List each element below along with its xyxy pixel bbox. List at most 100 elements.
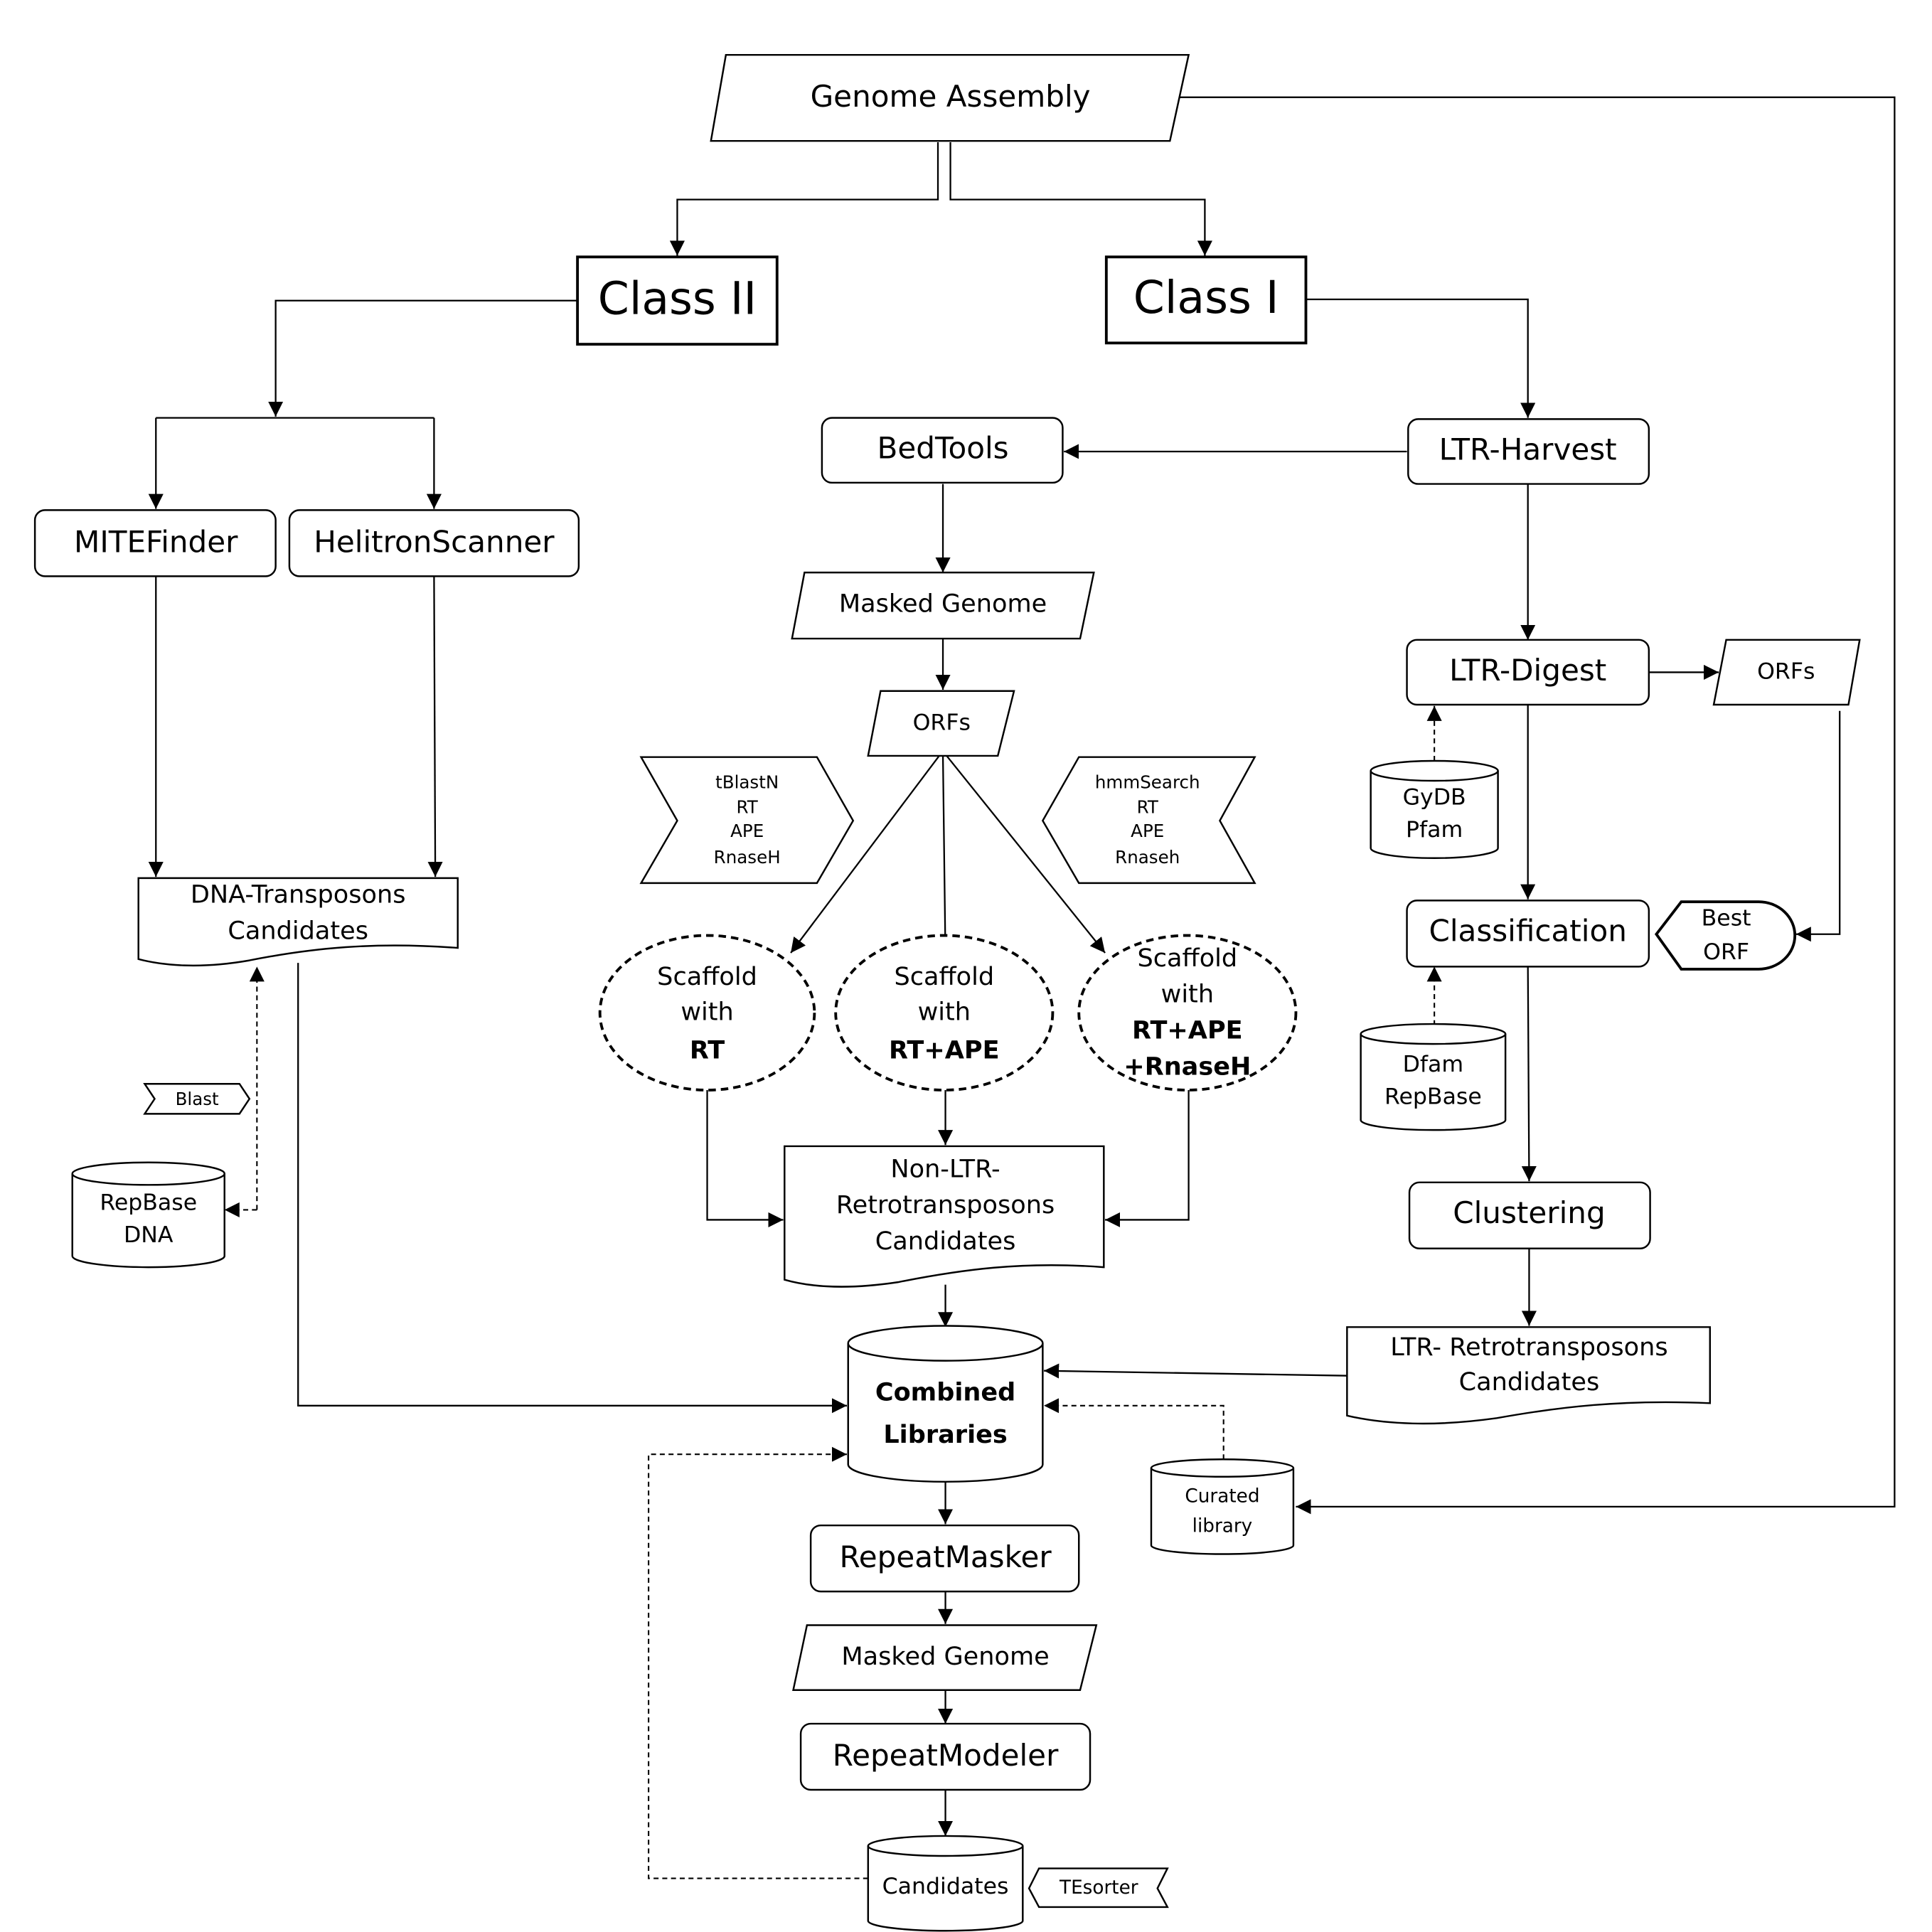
edge-scaffold-rnaseh-to-non-ltr [1105, 1090, 1190, 1227]
node-ltr-retro-candidates[interactable]: LTR- Retrotransposons Candidates [1346, 1326, 1712, 1425]
masked-genome-1-label: Masked Genome [839, 589, 1047, 619]
node-helitronscanner[interactable]: HelitronScanner [288, 509, 580, 577]
node-masked-genome-2[interactable]: Masked Genome [792, 1624, 1098, 1691]
node-repeatmasker[interactable]: RepeatMasker [809, 1524, 1080, 1593]
edge-genome-to-curated [1180, 96, 1896, 1515]
classification-label: Classification [1429, 914, 1626, 949]
hmmsearch-rnaseh: Rnaseh [1115, 847, 1180, 868]
ltr-digest-label: LTR-Digest [1449, 653, 1606, 688]
tool-blast: Blast [143, 1083, 251, 1115]
combined-line1: Combined [875, 1377, 1015, 1407]
dna-transposons-line1: DNA-Transposons [191, 880, 406, 909]
hmmsearch-ape: APE [1131, 821, 1164, 841]
repbase-dna-line2: DNA [124, 1222, 174, 1248]
node-class-ii[interactable]: Class II [576, 255, 779, 346]
scaffold-rt-ape-line3: RT+APE [889, 1036, 1000, 1065]
edge-helitron-to-dna [427, 576, 443, 877]
hmmsearch-rt: RT [1137, 797, 1159, 818]
genome-assembly-label: Genome Assembly [811, 79, 1091, 114]
db-curated-library[interactable]: Curated library [1150, 1458, 1295, 1555]
node-orfs-right[interactable]: ORFs [1712, 639, 1861, 706]
node-class-i[interactable]: Class I [1104, 255, 1308, 345]
db-dfam-repbase[interactable]: Dfam RepBase [1360, 1023, 1507, 1131]
node-scaffold-rt[interactable]: Scaffold with RT [598, 934, 816, 1092]
db-repbase-dna[interactable]: RepBase DNA [71, 1161, 225, 1269]
class-ii-label: Class II [598, 272, 757, 325]
repbase-label: RepBase [1384, 1084, 1482, 1110]
masked-genome-2-label: Masked Genome [841, 1642, 1049, 1671]
orfs-right-label: ORFs [1757, 658, 1815, 684]
candidates-label: Candidates [882, 1874, 1009, 1899]
node-bedtools[interactable]: BedTools [821, 417, 1064, 484]
best-orf-line2: ORF [1703, 939, 1749, 965]
db-combined-libraries[interactable]: Combined Libraries [847, 1325, 1044, 1483]
connectors [148, 96, 1896, 1879]
scaffold-rt-line3: RT [690, 1036, 725, 1065]
edge-orfs-to-scaffold-rt-ape [937, 755, 953, 954]
tool-hmmsearch: hmmSearch RT APE Rnaseh [1041, 756, 1256, 885]
edge-scaffold-rt-to-non-ltr [706, 1090, 784, 1227]
tool-tesorter: TEsorter [1028, 1867, 1169, 1909]
scaffold-rt-ape-line2: with [918, 997, 971, 1026]
repeatmasker-label: RepeatMasker [839, 1539, 1052, 1574]
node-scaffold-rt-ape-rnaseh[interactable]: Scaffold with RT+APE +RnaseH [1077, 934, 1298, 1092]
node-classification[interactable]: Classification [1406, 900, 1650, 968]
tblastn-label: tBlastN [715, 772, 779, 793]
node-repeatmodeler[interactable]: RepeatModeler [799, 1722, 1092, 1791]
node-scaffold-rt-ape[interactable]: Scaffold with RT+APE [834, 934, 1055, 1092]
edge-class-ii-split [268, 299, 578, 417]
orfs-center-label: ORFs [913, 710, 971, 735]
edge-class-i-to-ltr-harvest [1306, 298, 1536, 418]
db-gydb-pfam[interactable]: GyDB Pfam [1370, 759, 1499, 860]
edge-orfs-to-best-orf [1795, 710, 1841, 942]
tool-tblastn: tBlastN RT APE RnaseH [639, 756, 855, 885]
bedtools-label: BedTools [877, 431, 1008, 466]
mitefinder-label: MITEFinder [74, 524, 238, 559]
scaffold-rt-line2: with [681, 997, 733, 1026]
node-best-orf[interactable]: Best ORF [1654, 900, 1797, 971]
node-genome-assembly[interactable]: Genome Assembly [710, 53, 1190, 142]
repeatmodeler-label: RepeatModeler [833, 1738, 1059, 1773]
node-non-ltr-candidates[interactable]: Non-LTR- Retrotransposons Candidates [784, 1145, 1105, 1288]
gydb-label: GyDB [1403, 785, 1466, 811]
helitronscanner-label: HelitronScanner [314, 524, 555, 559]
tblastn-rt: RT [737, 797, 759, 818]
scaffold-rnaseh-line2: with [1161, 980, 1214, 1009]
node-mitefinder[interactable]: MITEFinder [33, 509, 277, 577]
edge-candidates-to-combined [648, 1446, 868, 1879]
node-ltr-digest[interactable]: LTR-Digest [1406, 639, 1650, 706]
node-orfs-center[interactable]: ORFs [867, 690, 1015, 757]
curated-line1: Curated [1185, 1485, 1259, 1507]
scaffold-rnaseh-line1: Scaffold [1137, 944, 1237, 973]
combined-line2: Libraries [883, 1420, 1007, 1449]
scaffold-rt-ape-line1: Scaffold [894, 962, 994, 991]
tblastn-rnaseh: RnaseH [714, 847, 781, 868]
scaffold-rt-line1: Scaffold [657, 962, 757, 991]
ltr-retro-line1: LTR- Retrotransposons [1390, 1333, 1667, 1362]
ltr-harvest-label: LTR-Harvest [1439, 432, 1617, 466]
pfam-label: Pfam [1406, 817, 1463, 843]
repbase-dna-line1: RepBase [100, 1190, 197, 1216]
tblastn-ape: APE [730, 821, 764, 841]
node-clustering[interactable]: Clustering [1408, 1181, 1651, 1250]
curated-line2: library [1192, 1515, 1253, 1537]
edge-classification-to-clustering [1521, 966, 1537, 1182]
ltr-retro-line2: Candidates [1459, 1367, 1600, 1397]
class-i-label: Class I [1133, 271, 1279, 324]
tesorter-label: TEsorter [1059, 1877, 1138, 1899]
edge-orfs-to-scaffold-rt-ape-rnaseh [946, 755, 1106, 954]
node-dna-transposons[interactable]: DNA-Transposons Candidates [137, 877, 459, 967]
non-ltr-line1: Non-LTR- [890, 1154, 1000, 1183]
dna-transposons-line2: Candidates [228, 916, 368, 945]
dfam-label: Dfam [1403, 1052, 1464, 1077]
edge-curated-to-combined [1044, 1398, 1224, 1460]
best-orf-line1: Best [1702, 906, 1751, 932]
node-ltr-harvest[interactable]: LTR-Harvest [1407, 418, 1650, 485]
db-candidates[interactable]: Candidates [867, 1835, 1024, 1932]
non-ltr-line2: Retrotransposons [836, 1190, 1055, 1219]
edge-genome-to-class-ii [669, 142, 939, 256]
non-ltr-line3: Candidates [875, 1227, 1016, 1256]
node-masked-genome-1[interactable]: Masked Genome [791, 571, 1095, 640]
clustering-label: Clustering [1453, 1195, 1605, 1230]
